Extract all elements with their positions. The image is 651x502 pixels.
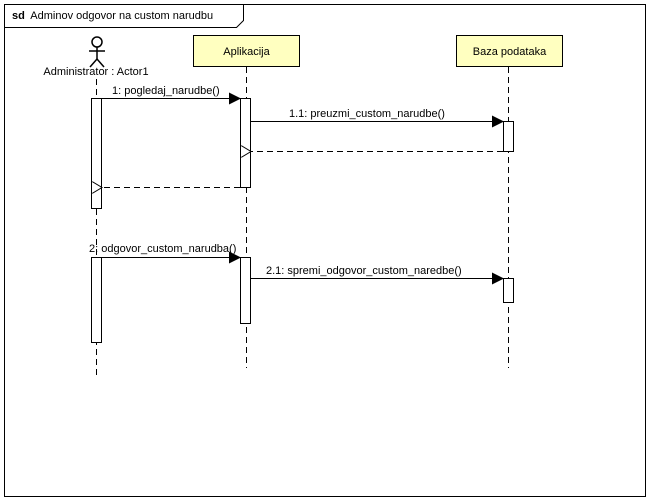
db-label: Baza podataka [473, 46, 547, 58]
actor-activation-2 [91, 257, 102, 343]
frame-title-text: Adminov odgovor na custom narudbu [30, 10, 213, 22]
app-label: Aplikacija [223, 46, 270, 58]
message-2-label: 2: odgovor_custom_narudba() [89, 243, 236, 255]
stick-figure-icon [89, 36, 105, 68]
db-lifeline-head [456, 35, 563, 67]
actor-activation-1 [91, 98, 102, 209]
sequence-frame [4, 4, 646, 497]
actor-label: Administrator : Actor1 [43, 66, 148, 78]
frame-title-tab [4, 4, 244, 28]
message-1-label: 1: pogledaj_narudbe() [112, 85, 220, 97]
db-activation-2 [503, 278, 514, 303]
db-activation-1 [503, 121, 514, 152]
frame-title: sd Adminov odgovor na custom narudbu [12, 10, 213, 22]
app-activation-1 [240, 98, 251, 188]
message-2-1-label: 2.1: spremi_odgovor_custom_naredbe() [266, 265, 462, 277]
db-lifeline: Baza podataka [456, 35, 563, 368]
app-lifeline-head [193, 35, 300, 67]
frame-keyword: sd [12, 10, 25, 22]
actor-lifeline: Administrator : Actor1 [43, 36, 149, 378]
app-lifeline: Aplikacija [193, 35, 300, 368]
app-activation-2 [240, 257, 251, 324]
message-1-1-label: 1.1: preuzmi_custom_narudbe() [289, 108, 445, 120]
